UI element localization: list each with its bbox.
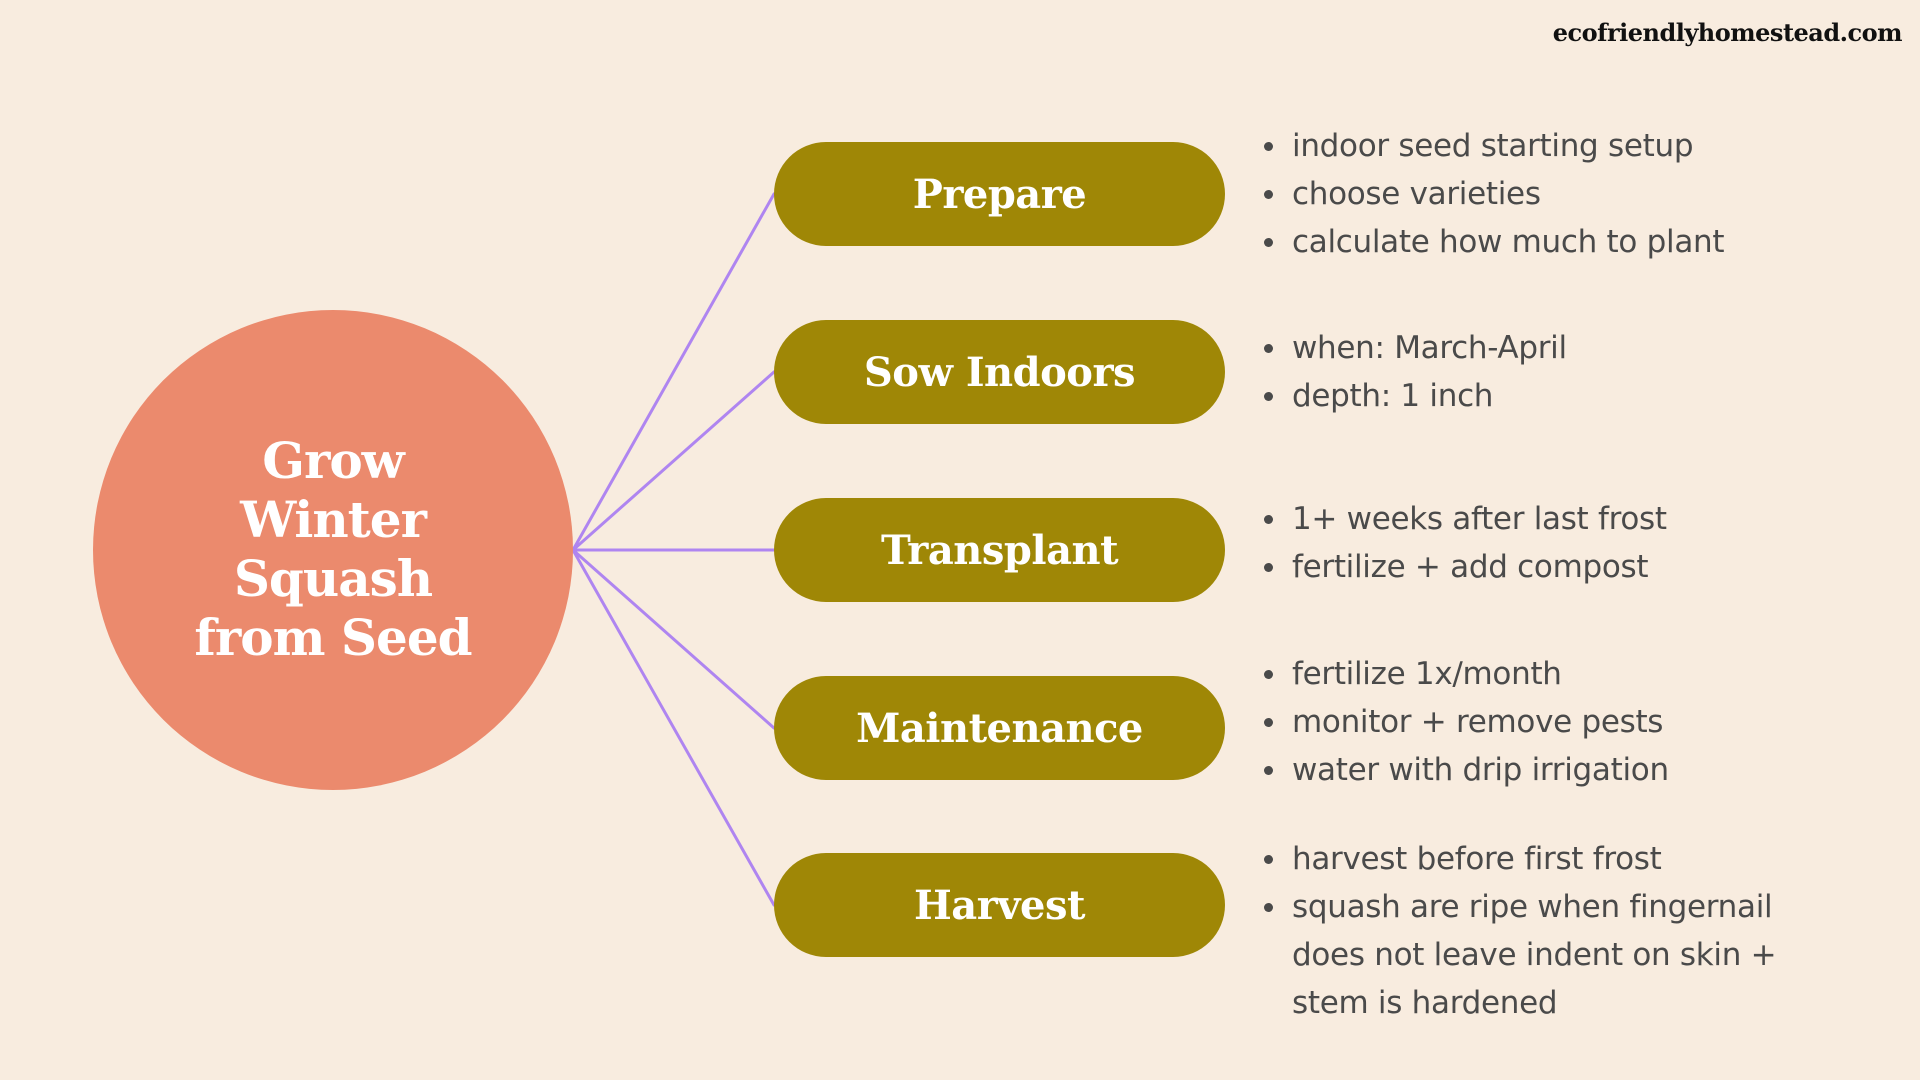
note-text: indoor seed starting setup (1292, 128, 1694, 164)
note-text: monitor + remove pests (1292, 704, 1664, 740)
note-item: indoor seed starting setup (1258, 122, 1898, 170)
note-item: squash are ripe when fingernail does not… (1258, 883, 1818, 1027)
note-item: fertilize + add compost (1258, 543, 1898, 591)
connector-sow-indoors (571, 370, 776, 552)
note-item: harvest before first frost (1258, 835, 1818, 883)
stage-pill-transplant[interactable]: Transplant (774, 498, 1225, 602)
note-text: squash are ripe when fingernail does not… (1292, 889, 1777, 1021)
bullet-icon (1264, 766, 1273, 775)
note-text: 1+ weeks after last frost (1292, 501, 1667, 537)
note-text: when: March-April (1292, 330, 1567, 366)
stage-label: Harvest (914, 881, 1085, 929)
note-item: 1+ weeks after last frost (1258, 495, 1898, 543)
bullet-icon (1264, 670, 1273, 679)
title-line: Grow (262, 431, 404, 490)
connector-harvest (571, 548, 776, 907)
bullet-icon (1264, 392, 1273, 401)
note-item: when: March-April (1258, 324, 1898, 372)
connector-prepare (571, 192, 776, 552)
note-item: choose varieties (1258, 170, 1898, 218)
note-text: depth: 1 inch (1292, 378, 1494, 414)
site-logo: ecofriendlyhomestead.com (1552, 18, 1903, 47)
note-item: calculate how much to plant (1258, 218, 1898, 266)
note-text: fertilize 1x/month (1292, 656, 1562, 692)
bullet-icon (1264, 718, 1273, 727)
stage-pill-sow-indoors[interactable]: Sow Indoors (774, 320, 1225, 424)
note-text: water with drip irrigation (1292, 752, 1669, 788)
stage-notes-maintenance: fertilize 1x/month monitor + remove pest… (1258, 638, 1898, 806)
bullet-icon (1264, 190, 1273, 199)
stage-label: Prepare (912, 170, 1087, 218)
stage-notes-sow-indoors: when: March-April depth: 1 inch (1258, 320, 1898, 424)
note-item: fertilize 1x/month (1258, 650, 1898, 698)
stage-label: Sow Indoors (863, 348, 1136, 396)
note-text: fertilize + add compost (1292, 549, 1649, 585)
bullet-icon (1264, 855, 1273, 864)
bullet-icon (1264, 515, 1273, 524)
title-line: Squash (233, 549, 433, 608)
central-topic-circle: Grow Winter Squash from Seed (93, 310, 573, 790)
note-item: water with drip irrigation (1258, 746, 1898, 794)
title-line: Winter (240, 490, 427, 549)
stage-pill-harvest[interactable]: Harvest (774, 853, 1225, 957)
connector-maintenance (571, 548, 776, 730)
bullet-icon (1264, 563, 1273, 572)
stage-label: Maintenance (856, 704, 1143, 752)
stage-notes-prepare: indoor seed starting setup choose variet… (1258, 110, 1898, 278)
title-line: from Seed (194, 608, 472, 667)
stage-pill-maintenance[interactable]: Maintenance (774, 676, 1225, 780)
note-text: calculate how much to plant (1292, 224, 1725, 260)
stage-pill-prepare[interactable]: Prepare (774, 142, 1225, 246)
bullet-icon (1264, 344, 1273, 353)
bullet-icon (1264, 238, 1273, 247)
bullet-icon (1264, 903, 1273, 912)
note-item: depth: 1 inch (1258, 372, 1898, 420)
stage-label: Transplant (880, 526, 1119, 574)
note-text: choose varieties (1292, 176, 1541, 212)
bullet-icon (1264, 142, 1273, 151)
note-text: harvest before first frost (1292, 841, 1662, 877)
note-item: monitor + remove pests (1258, 698, 1898, 746)
central-topic-title: Grow Winter Squash from Seed (163, 431, 503, 667)
stage-notes-transplant: 1+ weeks after last frost fertilize + ad… (1258, 491, 1898, 595)
stage-notes-harvest: harvest before first frost squash are ri… (1258, 834, 1818, 1028)
